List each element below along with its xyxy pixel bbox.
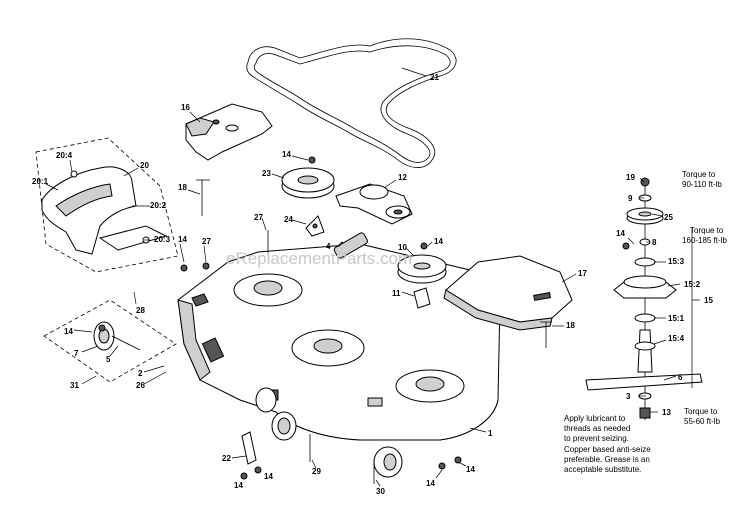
callout-16[interactable]: 16 — [181, 103, 190, 112]
callout-25[interactable]: 25 — [664, 213, 673, 222]
watermark: eReplacementParts.com — [226, 249, 412, 268]
callout-15-3[interactable]: 15:3 — [668, 257, 685, 266]
callout-26[interactable]: 26 — [136, 381, 145, 390]
svg-text:acceptable substitute.: acceptable substitute. — [564, 465, 641, 474]
callout-14-b[interactable]: 14 — [434, 237, 443, 246]
torque-note-19: Torque to 90-110 ft-lb — [682, 170, 722, 189]
callout-18-left[interactable]: 18 — [178, 183, 187, 192]
callout-21[interactable]: 21 — [430, 73, 439, 82]
idler-arm[interactable] — [335, 183, 413, 225]
belt-cover[interactable] — [185, 103, 273, 161]
right-shield[interactable] — [443, 255, 573, 331]
svg-text:threads as needed: threads as needed — [564, 424, 630, 433]
left-shield-assembly[interactable] — [35, 137, 179, 273]
callout-labels: 21 16 20 20:4 20:1 20:2 20:3 18 14 23 12… — [32, 73, 713, 496]
mower-deck[interactable] — [177, 243, 501, 478]
torque-note-25: Torque to 160-185 ft-lb — [682, 226, 727, 245]
callout-20-3[interactable]: 20:3 — [154, 235, 171, 244]
callout-23[interactable]: 23 — [262, 169, 271, 178]
callout-30[interactable]: 30 — [376, 487, 385, 496]
callout-15-4[interactable]: 15:4 — [668, 334, 685, 343]
callout-28[interactable]: 28 — [136, 306, 145, 315]
leader-lines — [45, 67, 700, 487]
callout-18-right[interactable]: 18 — [566, 321, 575, 330]
svg-text:160-185 ft-lb: 160-185 ft-lb — [682, 236, 727, 245]
callout-20[interactable]: 20 — [140, 161, 149, 170]
callout-29[interactable]: 29 — [312, 467, 321, 476]
callout-14-h[interactable]: 14 — [466, 465, 475, 474]
callout-15[interactable]: 15 — [704, 296, 713, 305]
callout-20-2[interactable]: 20:2 — [150, 201, 167, 210]
svg-text:Torque to: Torque to — [684, 407, 718, 416]
bracket-24[interactable] — [305, 215, 325, 237]
pulley-23[interactable] — [281, 167, 335, 199]
svg-text:90-110 ft-lb: 90-110 ft-lb — [682, 180, 722, 189]
callout-14-e[interactable]: 14 — [264, 472, 273, 481]
callout-3[interactable]: 3 — [626, 392, 631, 401]
callout-14-i[interactable]: 14 — [616, 229, 625, 238]
callout-12[interactable]: 12 — [398, 173, 407, 182]
callout-1[interactable]: 1 — [488, 429, 493, 438]
callout-14-g[interactable]: 14 — [426, 479, 435, 488]
bolt-18-left[interactable] — [196, 179, 210, 216]
callout-14-d[interactable]: 14 — [64, 327, 73, 336]
callout-17[interactable]: 17 — [578, 269, 587, 278]
pulley-10[interactable] — [397, 254, 447, 284]
callout-14-c[interactable]: 14 — [178, 235, 187, 244]
callout-27-b[interactable]: 27 — [202, 237, 211, 246]
callout-19[interactable]: 19 — [626, 173, 635, 182]
callout-15-2[interactable]: 15:2 — [684, 280, 701, 289]
callout-11[interactable]: 11 — [392, 289, 401, 298]
callout-14-a[interactable]: 14 — [282, 150, 291, 159]
callout-20-1[interactable]: 20:1 — [32, 177, 49, 186]
callout-31[interactable]: 31 — [70, 381, 79, 390]
callout-7[interactable]: 7 — [74, 349, 79, 358]
svg-text:Copper based anti-seize: Copper based anti-seize — [564, 445, 651, 454]
callout-15-1[interactable]: 15:1 — [668, 314, 685, 323]
gauge-wheel-assembly[interactable] — [43, 299, 177, 383]
drive-belt[interactable] — [246, 38, 457, 168]
callout-13[interactable]: 13 — [662, 408, 671, 417]
spindle-assembly[interactable] — [585, 177, 703, 420]
callout-27-a[interactable]: 27 — [254, 213, 263, 222]
callout-6[interactable]: 6 — [678, 373, 683, 382]
nut-14[interactable] — [98, 156, 630, 480]
svg-text:preferable. Grease is an: preferable. Grease is an — [564, 455, 650, 464]
lubricant-note: Apply lubricant to threads as needed to … — [564, 414, 651, 474]
callout-20-4[interactable]: 20:4 — [56, 151, 73, 160]
svg-text:Torque to: Torque to — [682, 170, 716, 179]
callout-22[interactable]: 22 — [222, 454, 231, 463]
svg-text:Torque to: Torque to — [690, 226, 724, 235]
callout-5[interactable]: 5 — [106, 355, 111, 364]
svg-text:Apply lubricant to: Apply lubricant to — [564, 414, 626, 423]
spring-4[interactable] — [333, 232, 368, 259]
callout-8[interactable]: 8 — [652, 238, 657, 247]
bolt-22[interactable] — [241, 431, 257, 465]
svg-text:55-60 ft-lb: 55-60 ft-lb — [684, 417, 721, 426]
callout-9[interactable]: 9 — [628, 194, 633, 203]
stud-11[interactable] — [413, 287, 431, 309]
svg-text:to prevent seizing.: to prevent seizing. — [564, 434, 629, 443]
torque-note-13: Torque to 55-60 ft-lb — [684, 407, 721, 426]
callout-14-f[interactable]: 14 — [234, 481, 243, 490]
callout-24[interactable]: 24 — [284, 215, 293, 224]
callout-4[interactable]: 4 — [326, 242, 331, 251]
callout-2[interactable]: 2 — [138, 369, 143, 378]
bolt-18-right[interactable] — [540, 321, 552, 348]
callout-10[interactable]: 10 — [398, 243, 407, 252]
